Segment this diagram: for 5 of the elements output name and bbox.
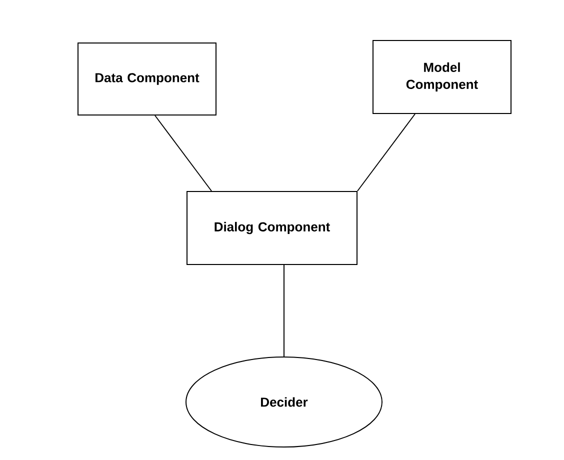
connector-line	[154, 115, 212, 192]
component-box: Dialog Component	[186, 191, 358, 265]
component-box: Data Component	[78, 42, 216, 116]
component-box: Model Component	[372, 40, 512, 114]
connector-line	[357, 114, 416, 192]
